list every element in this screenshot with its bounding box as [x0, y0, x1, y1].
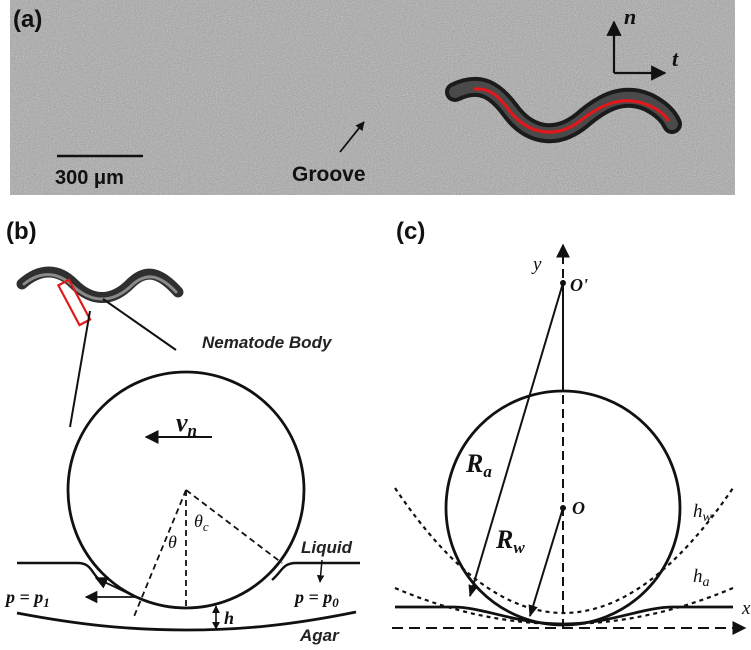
hw-label: hw — [693, 501, 713, 525]
t-axis-label: t — [672, 46, 679, 71]
groove-pointer — [339, 121, 365, 153]
velocity-label: vn — [176, 408, 197, 440]
o-prime-label: O' — [570, 275, 588, 295]
zoom-line-right — [102, 298, 177, 351]
gap-h-label: h — [224, 608, 234, 628]
panel-a-label: (a) — [13, 6, 42, 33]
radius-ra — [468, 282, 564, 598]
radius-to-contact — [132, 489, 187, 620]
agar-profile — [395, 605, 733, 626]
panel-a: n t 300 μm Groove (a) — [10, 0, 735, 195]
ha-label: ha — [693, 566, 710, 590]
rw-label: Rw — [495, 525, 525, 557]
liquid-surface-right — [271, 561, 360, 581]
force-arrow-2 — [94, 577, 137, 598]
nematode-body-label: Nematode Body — [202, 333, 333, 352]
liquid-surface-left — [17, 561, 101, 582]
theta-label: θ — [168, 532, 177, 552]
parabola-hw — [394, 487, 734, 614]
worm-thumbnail — [16, 266, 184, 303]
panel-b-label: (b) — [6, 218, 37, 245]
radius-rw — [528, 507, 564, 618]
panel-c: (c) y x O' O Ra Rw hw ha — [392, 218, 751, 635]
groove-label: Groove — [292, 163, 366, 186]
x-axis-label: x — [741, 598, 751, 619]
radius-to-meniscus — [185, 489, 283, 564]
agar-label: Agar — [299, 626, 340, 645]
body-cross-section — [66, 370, 306, 610]
ra-label: Ra — [465, 449, 492, 481]
y-axis-label: y — [531, 254, 542, 275]
zoom-line-left — [69, 310, 91, 428]
scale-bar-label: 300 μm — [55, 167, 124, 189]
worm-thumbnail-highlight — [22, 273, 178, 301]
cross-section-box — [56, 278, 92, 327]
pressure-p0-label: p = p0 — [293, 587, 339, 610]
agar-surface — [16, 610, 357, 632]
pressure-p1-label: p = p1 — [4, 587, 50, 610]
panel-c-label: (c) — [396, 218, 425, 245]
n-axis-label: n — [624, 4, 636, 29]
theta-c-label: θc — [194, 511, 209, 534]
liquid-label: Liquid — [301, 538, 353, 557]
o-label: O — [572, 498, 585, 518]
panel-b: (b) Nematode Body vn θ θc Liquid Agar — [4, 218, 360, 645]
liquid-pointer — [316, 559, 325, 583]
worm-centerline — [473, 87, 670, 134]
